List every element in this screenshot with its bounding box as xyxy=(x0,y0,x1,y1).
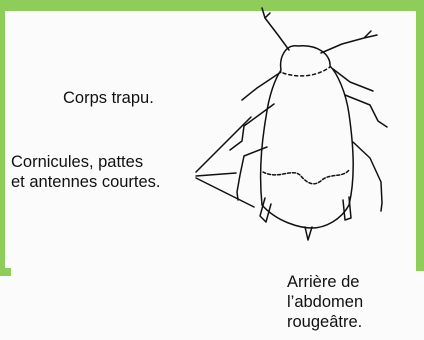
callout-line-2 xyxy=(196,173,236,176)
antenna-left xyxy=(262,8,289,50)
segment-line xyxy=(283,67,330,76)
leg-right-hind xyxy=(353,142,382,211)
leg-left-hind xyxy=(237,147,267,200)
label-appendages: Cornicules, pattes et antennes courtes. xyxy=(11,152,161,192)
callout-line-3 xyxy=(196,178,254,207)
cauda xyxy=(305,227,312,240)
label-abdomen-colour: Arrière de l’abdomen rougeâtre. xyxy=(287,272,363,332)
leg-left-front xyxy=(242,72,281,100)
label-body-shape: Corps trapu. xyxy=(63,88,154,108)
leg-right-middle xyxy=(345,95,387,127)
antenna-right xyxy=(321,31,377,53)
red-area-outline xyxy=(263,170,349,184)
